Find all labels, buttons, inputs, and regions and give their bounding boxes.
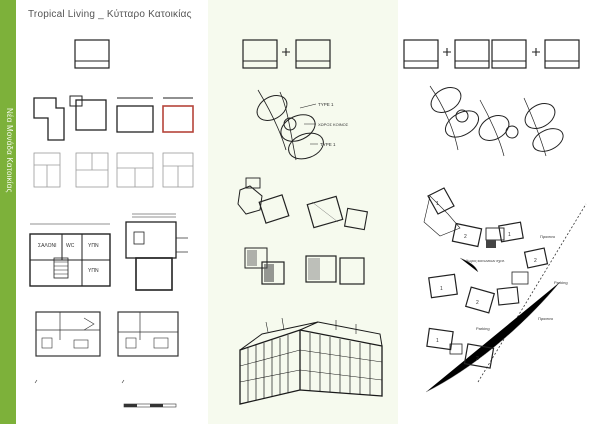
column1-plan-left: ΣΑΛΟΝΙ WC ΥΠΝ ΥΠΝ xyxy=(29,223,111,287)
column3-four-module-equation xyxy=(403,39,580,69)
sidebar-strip: Νέα Μονάδα Κατοικίας xyxy=(0,0,16,424)
column2-massing-pairs xyxy=(237,177,369,285)
diagram-label-type-1-bottom: TYPE 1 xyxy=(320,142,336,147)
svg-text:2: 2 xyxy=(464,234,467,240)
plan-label-bedroom-1: ΥΠΝ xyxy=(88,243,99,249)
column3-site-plan: 1 2 1 2 1 2 1 2 Πρασινο Χωρος κοινωνικων… xyxy=(423,187,587,393)
diagram-label-common-space: ΧΩΡΟΣ ΚΟΙΝΟΣ xyxy=(318,122,349,127)
site-label-parking-1: Parking xyxy=(554,280,568,285)
plan-label-living: ΣΑΛΟΝΙ xyxy=(38,243,57,249)
column1-configuration-row xyxy=(33,95,194,141)
site-label-social-space: Χωρος κοινωνικων σχεσ. xyxy=(466,259,505,263)
site-label-green-1: Πρασινο xyxy=(540,234,556,239)
plan-label-wc: WC xyxy=(66,243,75,249)
column1-faded-plans-row xyxy=(33,152,194,188)
column2-perspective-sketch xyxy=(239,317,383,405)
svg-text:1: 1 xyxy=(436,338,439,344)
column2-two-module-equation xyxy=(242,39,331,69)
column1-unit-module xyxy=(74,39,110,69)
column1-plan-right xyxy=(125,213,188,291)
column3-bubble-diagram xyxy=(429,85,564,157)
site-label-parking-2: Parking xyxy=(476,326,490,331)
sidebar-label: Νέα Μονάδα Κατοικίας xyxy=(5,108,14,193)
svg-text:2: 2 xyxy=(534,258,537,264)
svg-text:2: 2 xyxy=(476,300,479,306)
svg-text:2: 2 xyxy=(476,356,479,362)
svg-text:1: 1 xyxy=(440,286,443,292)
plan-label-bedroom-2: ΥΠΝ xyxy=(88,268,99,274)
svg-text:1: 1 xyxy=(508,232,511,238)
column2-bubble-diagram: TYPE 1 ΧΩΡΟΣ ΚΟΙΝΟΣ TYPE 1 xyxy=(256,89,349,161)
page-title: Tropical Living _ Κύτταρο Κατοικίας xyxy=(28,9,192,20)
site-label-green-2: Πρασινο xyxy=(538,316,554,321)
column1-bottom-plans xyxy=(34,311,179,384)
scale-bar xyxy=(123,403,177,408)
diagram-label-type-1-top: TYPE 1 xyxy=(318,102,334,107)
svg-text:1: 1 xyxy=(436,201,439,207)
